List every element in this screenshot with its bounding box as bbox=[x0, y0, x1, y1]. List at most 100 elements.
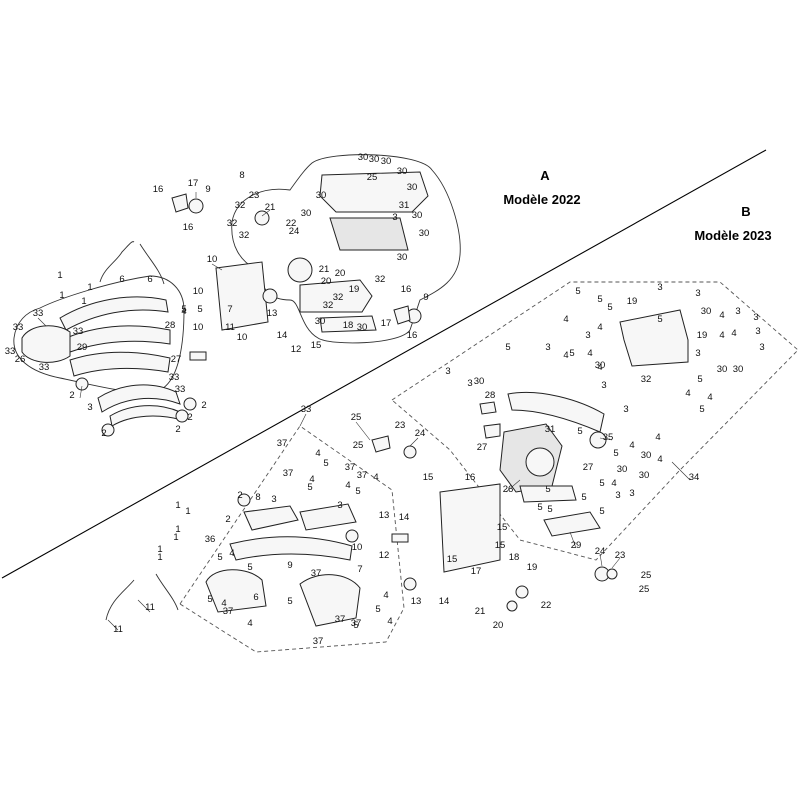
section-b-callout-28: 3 bbox=[695, 348, 700, 359]
section-b-callout-27: 30 bbox=[733, 364, 744, 375]
section-b-callout-52: 5 bbox=[547, 504, 552, 515]
section-a-callout-62: 28 bbox=[165, 320, 176, 331]
section-b-callout-47: 5 bbox=[577, 426, 582, 437]
section-b-callout-50: 26 bbox=[503, 484, 514, 495]
section-b-callout-30: 3 bbox=[759, 342, 764, 353]
section-c-callout-35: 37 bbox=[351, 618, 362, 629]
section-a-callout-23: 3 bbox=[392, 212, 397, 223]
section-a-callout-20: 30 bbox=[397, 252, 408, 263]
section-c-callout-34: 37 bbox=[335, 614, 346, 625]
section-a-callout-53: 1 bbox=[87, 282, 92, 293]
section-a-callout-29: 18 bbox=[343, 320, 354, 331]
header-pipe-upper bbox=[243, 505, 299, 531]
section-b-callout-56: 3 bbox=[629, 488, 634, 499]
section-a-callout-73: 2 bbox=[175, 424, 180, 435]
section-b-callout-20: 4 bbox=[563, 350, 568, 361]
section-a-callout-74: 2 bbox=[187, 412, 192, 423]
section-b-callout-22: 4 bbox=[587, 348, 592, 359]
section-c-callout-13: 4 bbox=[345, 480, 350, 491]
section-c-callout-25: 5 bbox=[217, 552, 222, 563]
section-c-callout-40: 5 bbox=[353, 620, 358, 631]
section-a-callout-9: 22 bbox=[286, 218, 297, 229]
heat-plate-16 bbox=[439, 483, 501, 573]
leader-line-10 bbox=[107, 619, 119, 631]
section-c-callout-14: 5 bbox=[355, 486, 360, 497]
leader-line-8 bbox=[409, 437, 419, 447]
section-c-callout-58: 15 bbox=[495, 540, 506, 551]
section-a-callout-18: 30 bbox=[412, 210, 423, 221]
section-b-callout-45: 30 bbox=[617, 464, 628, 475]
gasket-12 bbox=[403, 577, 417, 591]
section-b-callout-53: 4 bbox=[655, 432, 660, 443]
section-a-callout-14: 30 bbox=[316, 190, 327, 201]
section-b-model-title: Modèle 2023 bbox=[694, 228, 771, 243]
section-c-callout-11: 37 bbox=[345, 462, 356, 473]
pipe-clamp bbox=[75, 377, 89, 391]
outlet-ring bbox=[589, 431, 607, 449]
section-c-callout-53: 13 bbox=[411, 596, 422, 607]
section-c-callout-12: 37 bbox=[357, 470, 368, 481]
section-c-callout-17: 8 bbox=[255, 492, 260, 503]
section-b-callout-37: 3 bbox=[467, 378, 472, 389]
section-a-callout-67: 33 bbox=[175, 384, 186, 395]
oxygen-sensor-right bbox=[155, 573, 179, 611]
section-c-callout-50: 13 bbox=[379, 510, 390, 521]
section-c-callout-44: 1 bbox=[175, 524, 180, 535]
section-a-callout-43: 10 bbox=[207, 254, 218, 265]
leader-line-9 bbox=[137, 599, 151, 613]
section-b-callout-3: 19 bbox=[627, 296, 638, 307]
leader-line-2 bbox=[505, 479, 521, 493]
section-b-callout-17: 3 bbox=[755, 326, 760, 337]
section-b-group-outline bbox=[391, 281, 799, 561]
section-c-callout-19: 2 bbox=[237, 490, 242, 501]
section-c-callout-54: 14 bbox=[439, 596, 450, 607]
section-a-callout-58: 33 bbox=[33, 308, 44, 319]
section-b-callout-6: 4 bbox=[597, 322, 602, 333]
muffler-shield bbox=[319, 315, 377, 333]
section-a-model-title: Modèle 2022 bbox=[503, 192, 580, 207]
section-c-callout-8: 5 bbox=[323, 458, 328, 469]
section-b-callout-2: 5 bbox=[575, 286, 580, 297]
leader-line-6 bbox=[299, 413, 307, 427]
section-a-callout-33: 32 bbox=[333, 292, 344, 303]
section-b-callout-60: 5 bbox=[599, 506, 604, 517]
section-a-callout-72: 2 bbox=[101, 428, 106, 439]
section-c-callout-57: 15 bbox=[497, 522, 508, 533]
section-b-callout-63: 34 bbox=[689, 472, 700, 483]
section-a-callout-25: 20 bbox=[335, 268, 346, 279]
section-a-callout-26: 21 bbox=[319, 264, 330, 275]
section-b-callout-0: 3 bbox=[657, 282, 662, 293]
section-b-callout-55: 3 bbox=[615, 490, 620, 501]
silencer-rear-box bbox=[619, 309, 689, 367]
section-b-callout-19: 3 bbox=[545, 342, 550, 353]
section-a-callout-37: 17 bbox=[381, 318, 392, 329]
pipe-clamp-2 bbox=[183, 397, 197, 411]
section-b-callout-7: 4 bbox=[563, 314, 568, 325]
section-b-callout-61: 5 bbox=[599, 478, 604, 489]
section-c-callout-26: 5 bbox=[247, 562, 252, 573]
section-b-callout-21: 5 bbox=[569, 348, 574, 359]
section-c-callout-30: 9 bbox=[287, 560, 292, 571]
section-a-callout-21: 25 bbox=[367, 172, 378, 183]
section-a-callout-0: 16 bbox=[153, 184, 164, 195]
section-c-callout-42: 1 bbox=[175, 500, 180, 511]
section-a-callout-70: 3 bbox=[87, 402, 92, 413]
section-a-callout-8: 32 bbox=[227, 218, 238, 229]
leader-lines bbox=[37, 192, 691, 631]
clamp-23b bbox=[606, 568, 618, 580]
section-b-callout-51: 29 bbox=[571, 540, 582, 551]
pipe-clamp-4 bbox=[175, 409, 189, 423]
section-a-callout-4: 8 bbox=[239, 170, 244, 181]
section-c-callout-10: 4 bbox=[309, 474, 314, 485]
section-a-drawing bbox=[13, 154, 461, 437]
header-pipe-2 bbox=[65, 325, 171, 353]
section-a-callout-1: 17 bbox=[188, 178, 199, 189]
section-b-callout-44: 4 bbox=[629, 440, 634, 451]
section-b-callout-54: 4 bbox=[611, 478, 616, 489]
section-c-callout-65: 20 bbox=[493, 620, 504, 631]
section-c-callout-15: 3 bbox=[337, 500, 342, 511]
leader-line-0 bbox=[599, 437, 613, 441]
section-a-callout-28: 19 bbox=[349, 284, 360, 295]
